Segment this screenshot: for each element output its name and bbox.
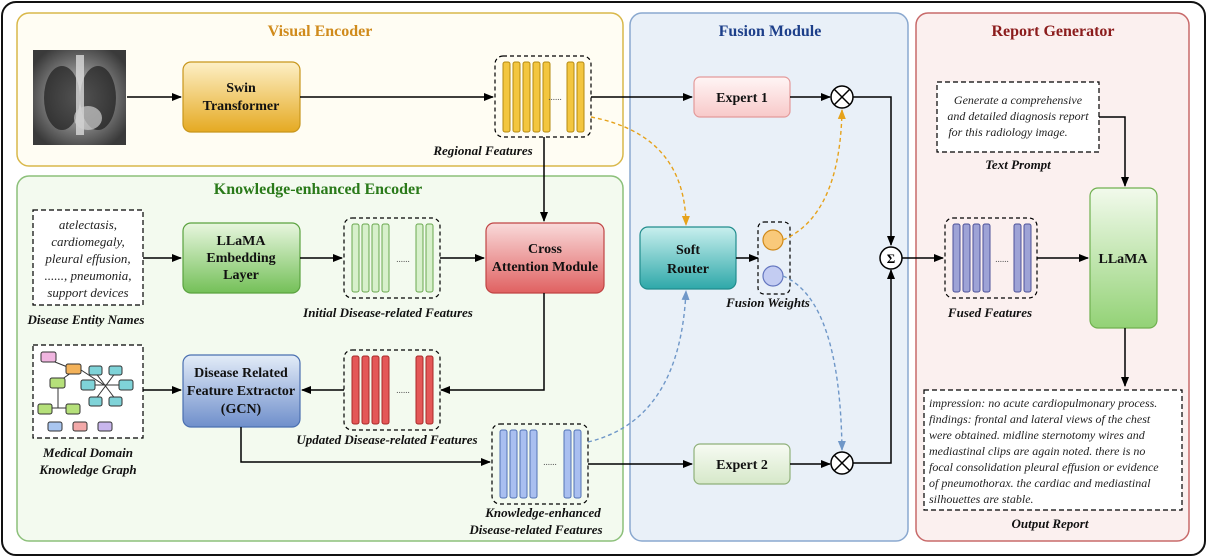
dashed-weight-to-mult-top (782, 109, 846, 241)
swin-label-line2: Transformer (203, 99, 280, 114)
knowledge-encoder-title: Knowledge-enhanced Encoder (214, 181, 422, 198)
arrow-gcn-to-ke-features (240, 427, 491, 466)
regional-dots: ...... (548, 92, 562, 102)
prompt-line1: Generate a comprehensive (954, 93, 1083, 107)
updated-dots: ...... (396, 385, 410, 395)
prompt-line2: and detailed diagnosis report (947, 109, 1089, 123)
gcn-line2: Feature Extractor (187, 384, 295, 399)
initial-dots: ...... (396, 254, 410, 264)
fusion-weights-caption: Fusion Weights (725, 295, 810, 310)
fused-features-caption: Fused Features (947, 305, 1032, 320)
text-prompt-caption: Text Prompt (985, 157, 1051, 172)
disease-entity-box (32, 209, 144, 306)
output-report-caption: Output Report (1012, 516, 1089, 531)
output-report-box (923, 389, 1183, 511)
fused-feature-bars (952, 223, 1032, 293)
prompt-line3: for this radiology image. (948, 125, 1067, 139)
sum-symbol: Σ (887, 251, 896, 266)
llama-embedding-line1: LLaMA (217, 234, 267, 249)
arrow-prompt-to-llama (1099, 116, 1129, 187)
multiply-node-top (830, 85, 854, 109)
report-line7: silhouettes are stable. (929, 492, 1034, 506)
knowledge-encoder-panel (16, 175, 624, 542)
entity-line2: cardiomegaly, (51, 234, 125, 249)
xray-image (33, 50, 126, 145)
ke-feature-bars (499, 429, 582, 499)
initial-features-caption: Initial Disease-related Features (302, 305, 473, 320)
weight-circle-blue (762, 265, 784, 287)
arrow-cross-to-updated (440, 293, 545, 394)
report-generator-title: Report Generator (991, 23, 1114, 40)
entity-line5: support devices (47, 285, 128, 300)
kg-caption-line2: Knowledge Graph (38, 462, 136, 477)
report-line2: findings: frontal and lateral views of t… (929, 412, 1151, 426)
dashed-regional-to-router (590, 116, 690, 226)
cross-attention-line2: Attention Module (492, 260, 598, 275)
visual-encoder-panel (16, 12, 624, 167)
entity-line4: ......, pneumonia, (44, 268, 131, 283)
expert2-label: Expert 2 (716, 458, 768, 473)
llama-label: LLaMA (1099, 252, 1149, 267)
ke-dots: ...... (543, 457, 557, 467)
dashed-weight-to-mult-bottom (782, 275, 846, 451)
cross-attention-block (485, 222, 605, 294)
dashed-ke-to-router (587, 290, 690, 443)
report-line4: mediastinal clips are again noted. there… (929, 444, 1145, 458)
regional-features-caption: Regional Features (432, 143, 532, 158)
text-prompt-box (936, 81, 1100, 153)
regional-features-box (494, 55, 592, 138)
arrow-mult-bottom-to-sum (853, 269, 895, 464)
ke-features-caption-line1: Knowledge-enhanced (484, 505, 601, 520)
swin-label-line1: Swin (226, 81, 256, 96)
multiply-node-bottom (830, 451, 854, 475)
soft-router-line2: Router (667, 262, 709, 277)
kg-caption-line1: Medical Domain (42, 445, 133, 460)
report-line5: focal consolidation pleural effusion or … (929, 460, 1159, 474)
swin-transformer-block (182, 61, 301, 133)
fusion-weights-box (757, 221, 791, 295)
soft-router-block (639, 226, 737, 290)
llama-embedding-line3: Layer (223, 268, 259, 283)
expert1-label: Expert 1 (716, 91, 768, 106)
updated-features-caption: Updated Disease-related Features (296, 432, 477, 447)
visual-encoder-title: Visual Encoder (268, 23, 373, 40)
cross-attention-line1: Cross (528, 242, 563, 257)
report-line6: of pneumothorax. the cardiac and mediast… (929, 476, 1151, 490)
fused-dots: ...... (995, 254, 1009, 264)
updated-feature-bars (351, 355, 434, 425)
ke-features-caption-line2: Disease-related Features (468, 522, 602, 537)
fusion-module-title: Fusion Module (719, 23, 822, 40)
entity-line1: atelectasis, (59, 217, 117, 232)
regional-feature-bars (502, 61, 585, 133)
arrow-mult-top-to-sum (853, 96, 895, 246)
initial-feature-bars (351, 223, 434, 293)
llama-block (1089, 187, 1158, 329)
knowledge-graph-icon (37, 351, 134, 432)
soft-router-line1: Soft (676, 243, 700, 258)
gcn-line1: Disease Related (194, 366, 288, 381)
disease-entity-caption: Disease Entity Names (27, 312, 145, 327)
gcn-line3: (GCN) (221, 402, 262, 417)
report-line3: were obtained. midline sternotomy wires … (929, 428, 1146, 442)
report-line1: impression: no acute cardiopulmonary pro… (929, 396, 1157, 410)
weight-circle-orange (762, 229, 784, 251)
entity-line3: pleural effusion, (44, 251, 130, 266)
llama-embedding-line2: Embedding (206, 251, 275, 266)
